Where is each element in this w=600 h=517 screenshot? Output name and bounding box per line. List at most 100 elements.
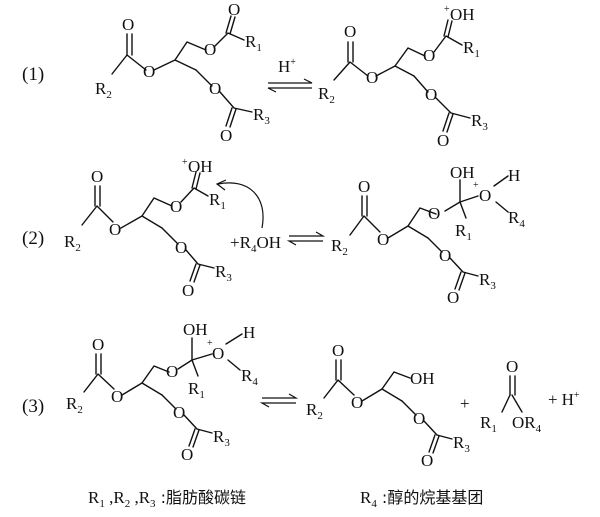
bond [227,359,241,371]
bond [183,414,213,434]
step-2-label: (2) [22,228,44,249]
bond [141,197,173,217]
hydrogen-atom: H [508,166,520,185]
bond [83,373,115,393]
bond [225,107,237,128]
bond [161,394,177,410]
reverse-arrow [286,240,323,246]
r1-group: R1 [188,379,205,401]
forward-arrow [268,78,313,84]
bond [191,359,199,377]
ester-oxygen: O [209,79,221,98]
bond [501,394,511,413]
bond [495,201,509,213]
hydrogen-atom: H [243,323,255,342]
bond [120,215,163,229]
bond [459,195,479,203]
bond [459,201,467,219]
step2-equilibrium-arrow [286,231,326,246]
carbonyl-oxygen: O [122,15,134,34]
r4-group: R4 [241,366,258,388]
ester-oxygen: O [428,204,440,223]
protonated-hydroxyl: OH [188,157,213,176]
bond [435,97,471,119]
reverse-arrow [259,402,296,408]
bond [141,365,170,384]
r2-group: R2 [64,232,81,254]
hydroxyl-group: OH [410,369,435,388]
r2-group: R2 [331,236,348,258]
legend-fatty-acid-chains: R1 ,R2 ,R3 :脂肪酸碳链 [88,488,246,510]
bond [323,379,355,399]
bond [185,249,215,269]
step-1-label: (1) [22,64,44,85]
step2-tetrahedral-intermediate: O O O OH + O H R1 R4 O O R2 R3 [331,163,525,307]
r4-group: R4 [508,208,525,230]
ester-oxygen: O [143,62,155,81]
reverse-arrow [267,87,312,93]
step1-triglyceride: O O O O O O R2 R1 R3 [95,0,270,145]
bond [509,375,516,396]
bond [195,69,213,87]
step3-new-ester: O R1 OR4 [480,357,542,435]
carbonyl-oxygen: O [91,167,103,186]
ester-oxygen: O [111,387,123,406]
ester-oxygen: O [173,403,185,422]
bond [427,237,443,253]
r1-group: R1 [455,221,472,243]
bond [428,434,440,454]
bond [407,207,437,227]
positive-charge: + [182,157,188,168]
carbonyl-oxygen: O [506,357,518,376]
bond [188,428,200,448]
ester-oxygen: O [351,393,363,412]
arrow-head [215,179,227,191]
ester-oxygen: O [366,68,378,87]
ester-oxygen: O [166,362,178,381]
step3-tetrahedral-intermediate: O O O OH + O H R1 R4 O O R2 R3 [66,320,258,464]
r3-group: R3 [479,270,496,292]
r1-group: R1 [245,32,262,54]
bond [349,215,381,236]
bond [442,112,454,133]
hydroxyl-group: OH [450,163,475,182]
carbonyl-oxygen: O [421,451,433,470]
bond [219,91,253,113]
bond [394,47,426,67]
r2-group: R2 [306,400,323,422]
ester-oxygen: O [425,85,437,104]
bond [180,187,209,203]
oxonium-oxygen: O [479,186,491,205]
carbonyl-oxygen: O [182,281,194,300]
step3-equilibrium-arrow [259,393,299,408]
plus-sign: + [460,394,470,413]
step3-diglyceride: O O OH O O R2 R3 [306,341,470,470]
r2-group: R2 [66,394,83,416]
bond [433,35,463,53]
hydroxyl-group: OH [183,320,208,339]
bond [121,382,163,396]
bond [449,257,479,277]
r3-group: R3 [471,111,488,133]
r1-group: R1 [480,413,497,435]
ester-oxygen: O [439,246,451,265]
proton-catalyst: H+ [278,57,296,76]
bond [347,41,354,63]
bond [493,175,509,187]
r3-group: R3 [453,433,470,455]
ester-oxygen: O [175,238,187,257]
ester-oxygen: O [377,230,389,249]
carbonyl-oxygen: O [344,22,356,41]
proton-product: +H+ [548,390,580,409]
alcohol-reagent: +R4OH [230,233,281,255]
step2-protonated-triglyceride: O O + OH O O O R2 R1 R3 [64,157,232,300]
carbonyl-oxygen: O [181,445,193,464]
carbonyl-oxygen: O [92,335,104,354]
ester-oxygen: O [204,40,216,59]
step1-protonated-triglyceride: O O + OH O O O R2 R1 R3 [318,4,488,150]
bond [94,185,101,207]
ester-oxygen: O [413,409,425,428]
bond [387,225,429,239]
bond [443,19,453,38]
carbonyl-oxygen: O [358,177,370,196]
